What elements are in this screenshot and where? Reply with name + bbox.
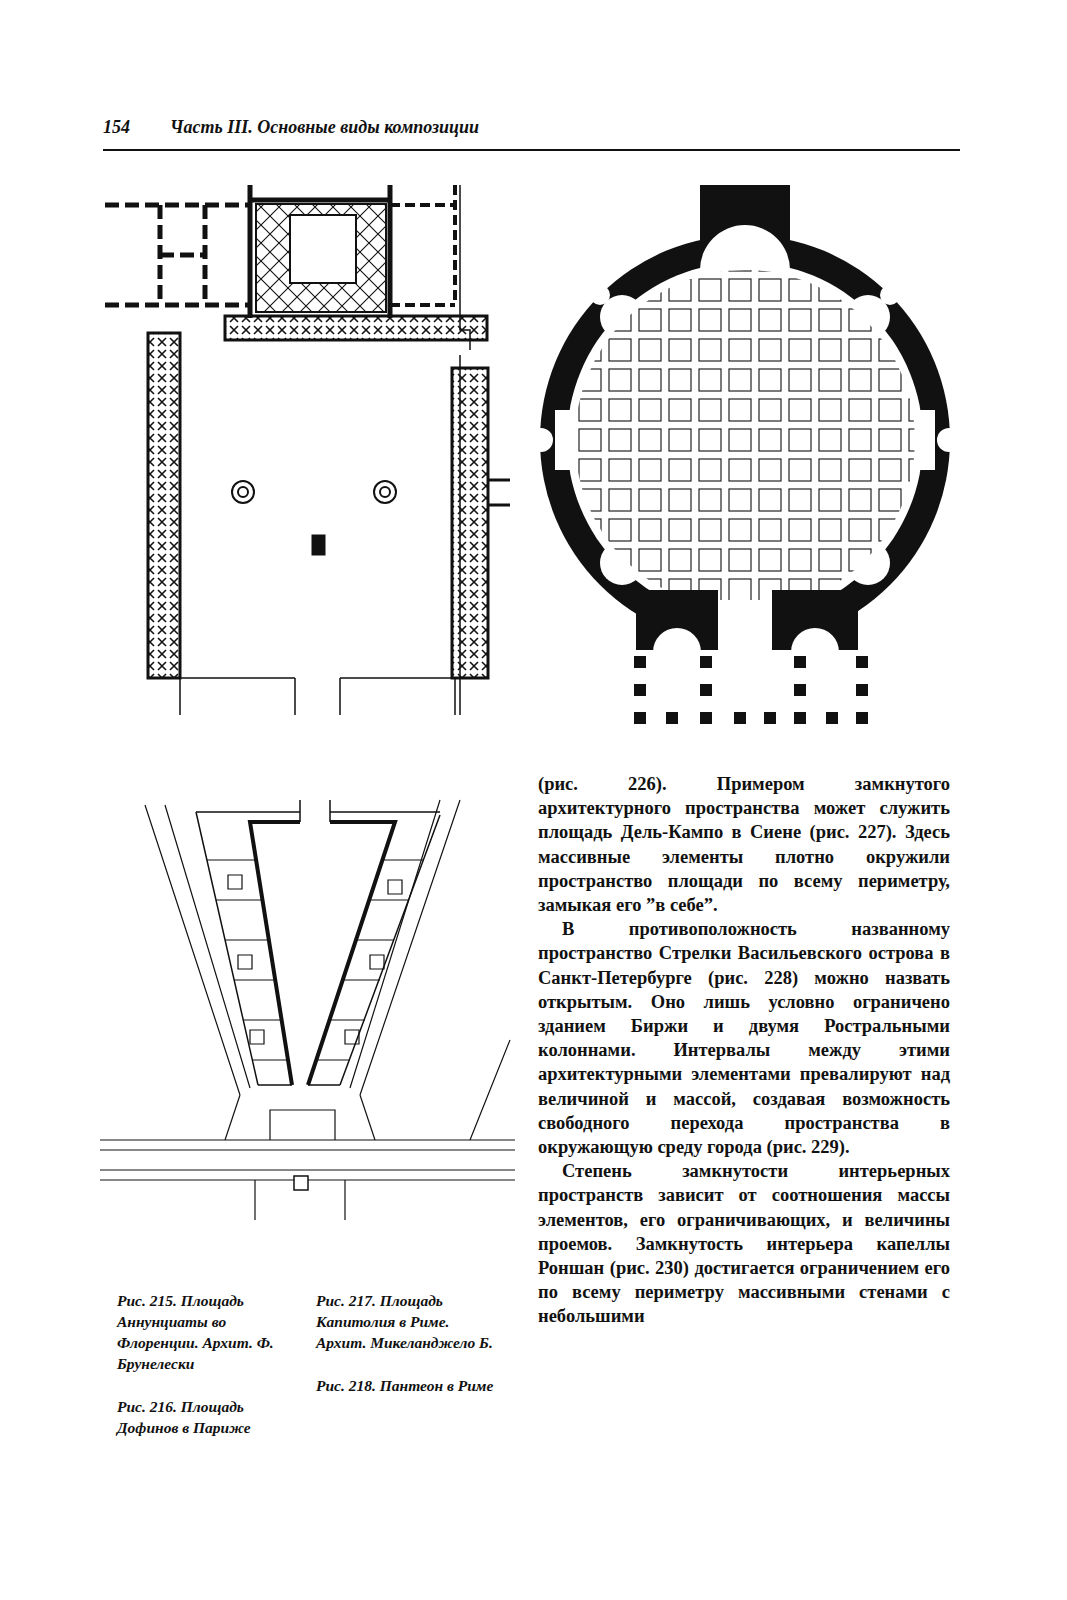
page-number: 154 [103, 117, 130, 138]
body-paragraph: Степень замкнутости интерьерных простран… [538, 1159, 950, 1328]
dauphine-plan [100, 800, 515, 1220]
annunziata-plan [105, 185, 510, 715]
running-head: Часть III. Основные виды композиции [170, 117, 479, 138]
figure-caption: Рис. 217. Площадь Капитолия в Риме. Архи… [316, 1290, 501, 1353]
text-column: (рис. 226). Примером замкнутого архитект… [538, 772, 950, 1329]
body-paragraph: В противоположность названному пространс… [538, 917, 950, 1159]
figure-caption: Рис. 215. Площадь Аннунциаты во Флоренци… [117, 1290, 297, 1374]
figure-caption: Рис. 216. Площадь Дофинов в Париже [117, 1396, 297, 1438]
header-rule [103, 149, 960, 151]
figure-caption: Рис. 218. Пантеон в Риме [316, 1375, 501, 1396]
body-paragraph: (рис. 226). Примером замкнутого архитект… [538, 772, 950, 917]
pantheon-plan [529, 185, 961, 724]
caption-column: Рис. 215. Площадь Аннунциаты во Флоренци… [117, 1290, 297, 1460]
caption-column: Рис. 217. Площадь Капитолия в Риме. Архи… [316, 1290, 501, 1418]
